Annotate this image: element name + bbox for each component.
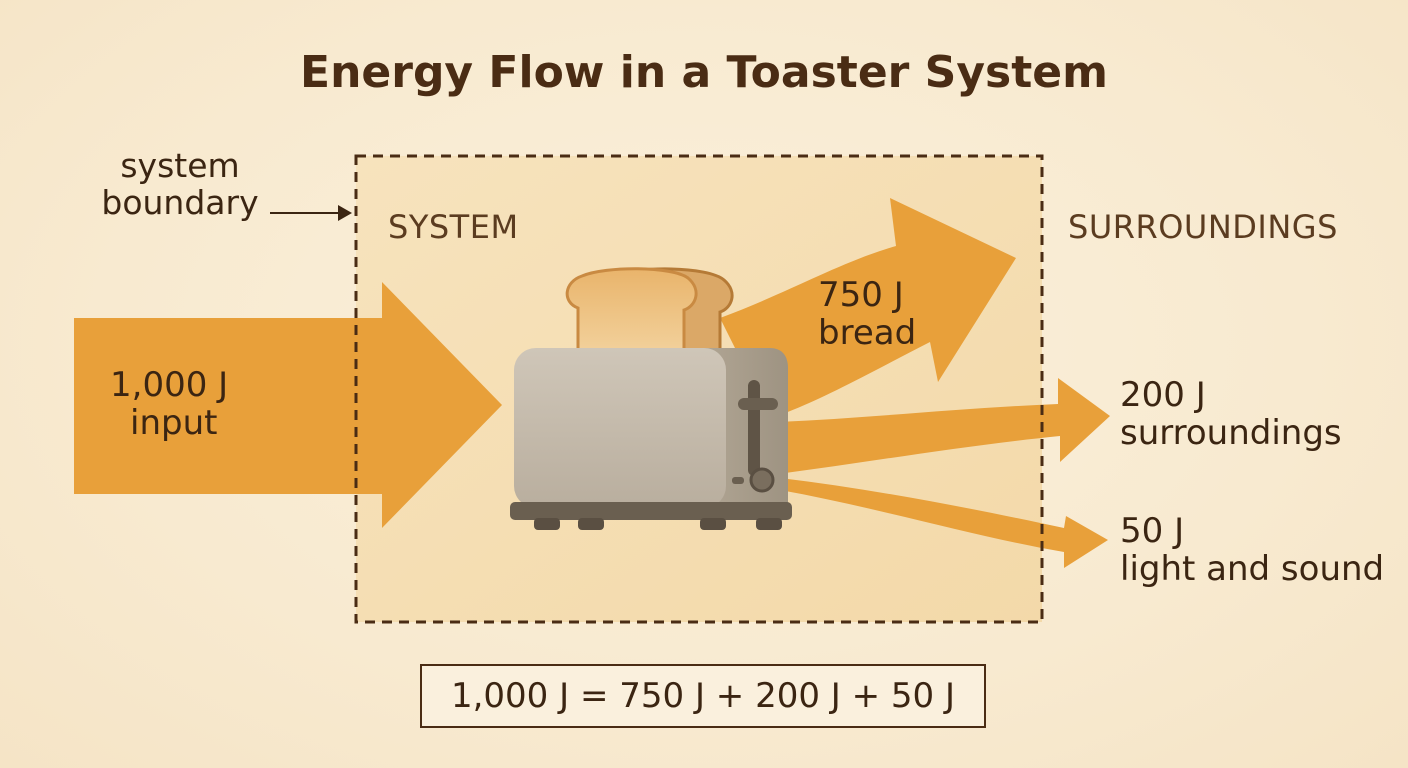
- input-flow-label: 1,000 J input: [110, 366, 228, 442]
- input-name: input: [130, 403, 218, 444]
- toaster-knob: [749, 467, 775, 493]
- toaster-body: [514, 348, 726, 508]
- surroundings-value: 200 J: [1120, 375, 1206, 415]
- bread-value: 750 J: [818, 275, 904, 315]
- energy-equation: 1,000 J = 750 J + 200 J + 50 J: [450, 676, 956, 716]
- surroundings-flow-label: 200 J surroundings: [1120, 376, 1342, 452]
- bread-arrow: [720, 198, 1016, 418]
- light-sound-flow-label: 50 J light and sound: [1120, 512, 1384, 588]
- light-sound-value: 50 J: [1120, 511, 1185, 551]
- bread-flow-label: 750 J bread: [818, 276, 916, 352]
- input-value: 1,000 J: [110, 365, 229, 405]
- toaster-foot: [534, 518, 560, 530]
- toaster-lever: [738, 398, 778, 410]
- boundary-label-line: system: [120, 146, 240, 185]
- bread-name: bread: [818, 313, 917, 354]
- surroundings-arrow: [778, 378, 1110, 474]
- lever-slot: [748, 380, 760, 476]
- front-toast-slice: [565, 267, 698, 352]
- system-label: SYSTEM: [388, 208, 519, 246]
- diagram-title: Energy Flow in a Toaster System: [300, 47, 1108, 98]
- energy-equation-box: 1,000 J = 750 J + 200 J + 50 J: [420, 664, 986, 728]
- surroundings-name: surroundings: [1120, 413, 1342, 454]
- toaster-indicator: [732, 477, 744, 484]
- toaster-base: [510, 502, 792, 520]
- toaster-foot: [700, 518, 726, 530]
- toaster-foot: [756, 518, 782, 530]
- boundary-label-line: boundary: [101, 182, 259, 222]
- surroundings-label: SURROUNDINGS: [1068, 208, 1338, 246]
- toaster-icon: [510, 267, 792, 530]
- light-sound-arrow: [780, 478, 1108, 568]
- boundary-pointer-head: [338, 205, 352, 221]
- input-arrow: [74, 282, 502, 528]
- system-boundary-label: system boundary: [96, 146, 264, 222]
- light-sound-name: light and sound: [1120, 549, 1385, 590]
- system-boundary: [354, 154, 1044, 624]
- toaster-foot: [578, 518, 604, 530]
